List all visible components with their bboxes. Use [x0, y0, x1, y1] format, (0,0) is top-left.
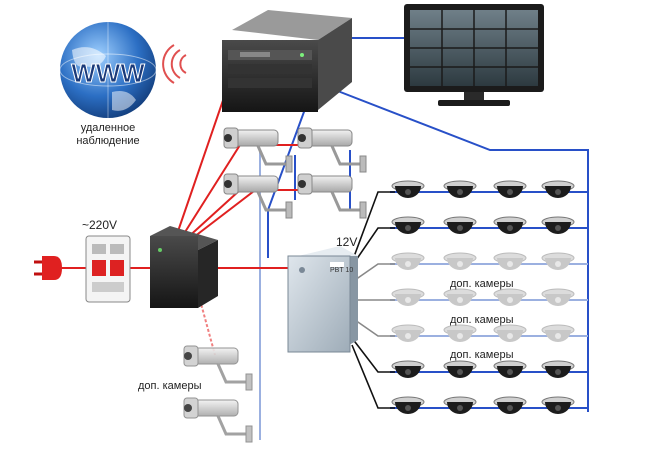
extra-cameras-label-left: доп. камеры: [138, 380, 202, 392]
remote-monitoring-line1: удаленное: [80, 122, 136, 134]
bullet-camera-icon: [297, 173, 367, 219]
power-supply-box-icon: [287, 246, 358, 353]
dome-camera-optional-icon: [493, 252, 527, 270]
dome-camera-icon: [493, 396, 527, 414]
dome-camera-optional-icon: [541, 324, 575, 342]
dome-camera-icon: [443, 360, 477, 378]
dome-camera-icon: [391, 180, 425, 198]
dome-camera-icon: [493, 180, 527, 198]
dome-camera-icon: [391, 360, 425, 378]
power-plug-icon: [34, 256, 62, 280]
psu-plate-label: PBT 10: [330, 267, 353, 274]
dome-camera-icon: [541, 360, 575, 378]
extra-cameras-label-1: доп. камеры: [450, 278, 514, 290]
dome-camera-optional-icon: [443, 252, 477, 270]
bullet-camera-icon: [223, 173, 293, 219]
ups-icon: [150, 226, 218, 308]
extra-cameras-label-3: доп. камеры: [450, 349, 514, 361]
dome-camera-optional-icon: [443, 324, 477, 342]
dome-camera-icon: [443, 396, 477, 414]
bullet-camera-icon: [297, 127, 367, 173]
www-label: WWW: [71, 58, 145, 88]
dome-camera-optional-icon: [493, 324, 527, 342]
bullet-camera-icon: [223, 127, 293, 173]
voltage-ac-label: ~220V: [82, 218, 118, 232]
bullet-cameras: [183, 127, 367, 443]
extra-cameras-label-2: доп. камеры: [450, 314, 514, 326]
voltage-dc-label: 12V: [336, 235, 358, 249]
dome-camera-icon: [391, 216, 425, 234]
dome-camera-icon: [443, 180, 477, 198]
dome-camera-optional-icon: [391, 324, 425, 342]
dome-camera-icon: [391, 396, 425, 414]
dome-camera-optional-icon: [391, 288, 425, 306]
bullet-camera-icon: [183, 345, 253, 391]
dome-camera-icon: [493, 216, 527, 234]
psu-lines: [351, 191, 395, 409]
remote-monitoring-line2: наблюдение: [76, 135, 140, 147]
dome-camera-optional-icon: [493, 288, 527, 306]
dvr-server-icon: [222, 10, 352, 112]
dome-camera-icon: [493, 360, 527, 378]
dome-camera-icon: [443, 216, 477, 234]
dome-camera-icon: [541, 180, 575, 198]
globe-icon: [59, 22, 157, 118]
dome-camera-icon: [541, 216, 575, 234]
dome-camera-optional-icon: [541, 252, 575, 270]
bullet-camera-icon: [183, 397, 253, 443]
dome-camera-optional-icon: [443, 288, 477, 306]
monitor-icon: [404, 4, 544, 106]
wifi-signal-icon: [162, 44, 187, 84]
remote-monitoring-label: удаленное наблюдение: [58, 122, 158, 148]
dome-camera-optional-icon: [541, 288, 575, 306]
dome-camera-icon: [541, 396, 575, 414]
dome-cameras: [391, 180, 575, 414]
circuit-breaker-icon: [85, 235, 131, 303]
signal-line-bus: [329, 87, 589, 412]
dome-camera-optional-icon: [391, 252, 425, 270]
